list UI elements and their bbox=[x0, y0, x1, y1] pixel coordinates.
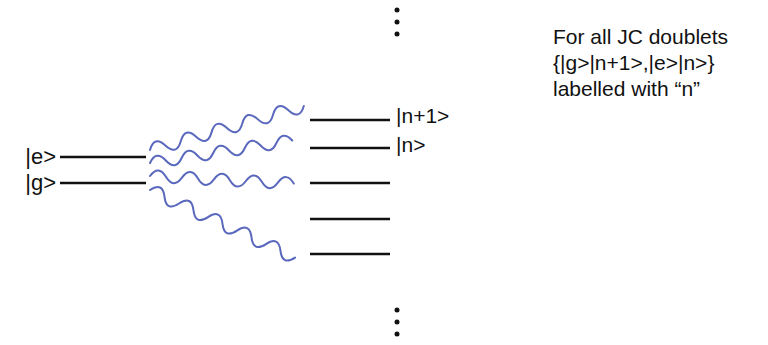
atom-level-line bbox=[60, 156, 146, 159]
ellipsis-dot bbox=[395, 332, 400, 337]
ellipsis-dot bbox=[395, 320, 400, 325]
level-label: |n> bbox=[396, 132, 425, 157]
cavity-level-line bbox=[310, 182, 390, 185]
level-label: |e> bbox=[25, 144, 56, 170]
cavity-level-line bbox=[310, 147, 390, 150]
photon-wave bbox=[149, 135, 293, 169]
cavity-level-line bbox=[310, 253, 390, 256]
photon-wave bbox=[147, 184, 298, 263]
level-label: |g> bbox=[25, 170, 56, 196]
level-label: |n+1> bbox=[396, 103, 449, 128]
atom-level-line bbox=[60, 182, 146, 185]
ellipsis-dot bbox=[395, 32, 400, 37]
ellipsis-dot bbox=[395, 20, 400, 25]
ellipsis-dot bbox=[395, 8, 400, 13]
ellipsis-dot bbox=[395, 308, 400, 313]
note-text: For all JC doublets {|g>|n+1>,|e>|n>} la… bbox=[553, 24, 763, 102]
cavity-level-line bbox=[310, 218, 390, 221]
photon-wave bbox=[150, 170, 294, 190]
cavity-level-line bbox=[310, 119, 390, 122]
